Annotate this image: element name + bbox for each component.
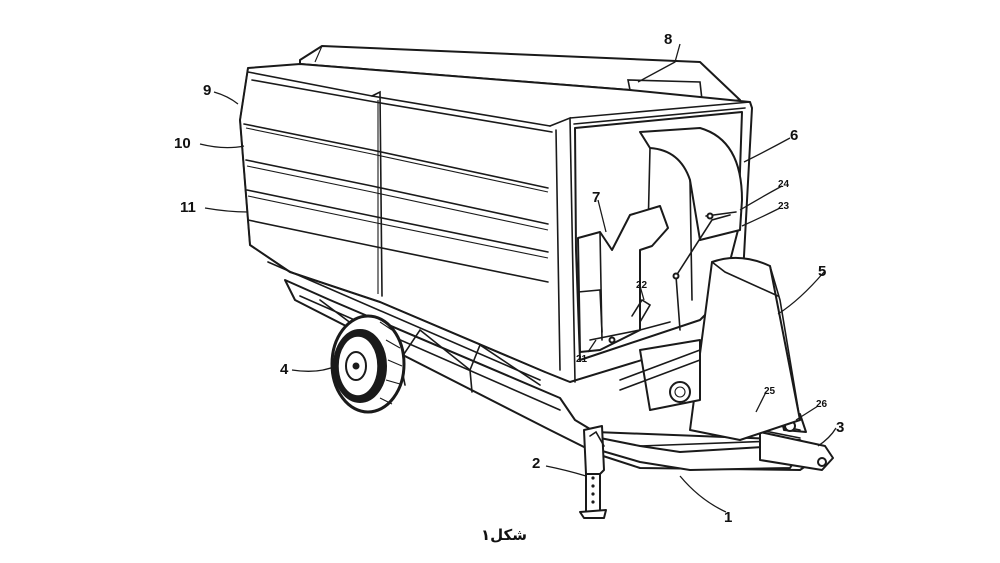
label-23: 23 — [778, 201, 790, 212]
label-26: 26 — [816, 399, 828, 410]
label-3: 3 — [836, 419, 844, 436]
label-8: 8 — [664, 31, 672, 48]
label-2: 2 — [532, 455, 540, 472]
label-11: 11 — [180, 199, 196, 216]
label-1: 1 — [724, 509, 732, 526]
label-9: 9 — [203, 82, 211, 99]
part-labels: 8 9 10 11 4 2 1 3 5 6 7 24 23 22 21 25 2… — [174, 31, 844, 526]
label-7: 7 — [592, 189, 600, 206]
label-21: 21 — [576, 354, 588, 365]
label-10: 10 — [174, 135, 191, 152]
label-22: 22 — [636, 280, 648, 291]
rear-compartment — [574, 111, 743, 361]
wheel — [330, 314, 406, 414]
gearbox-housing — [619, 256, 801, 441]
label-25: 25 — [764, 386, 776, 397]
label-6: 6 — [790, 127, 798, 144]
label-4: 4 — [280, 361, 289, 378]
chassis-frame — [284, 279, 834, 471]
leader-lines — [199, 43, 837, 513]
figure-caption: شكل١ — [481, 526, 527, 544]
jack-stand — [579, 425, 607, 519]
label-5: 5 — [818, 263, 826, 280]
label-24: 24 — [778, 179, 790, 190]
